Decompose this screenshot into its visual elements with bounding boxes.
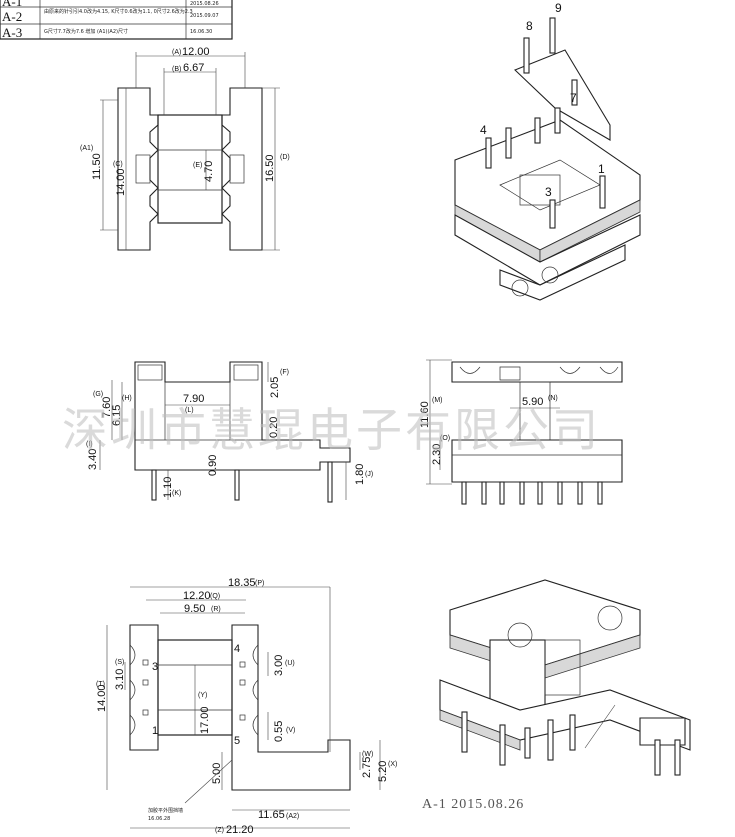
dim-y-tag: (Y) bbox=[198, 692, 207, 699]
dim-m-side: 11.60 bbox=[419, 401, 431, 428]
dim-i-tag: (I) bbox=[86, 441, 93, 448]
rev-a3-date: 16.06.30 bbox=[190, 29, 212, 35]
dim-d: 16.50 bbox=[264, 154, 276, 182]
revision-stamp: A-1 2015.08.26 bbox=[422, 797, 524, 812]
pin-3: 3 bbox=[545, 185, 552, 199]
dim-w-tag: (W) bbox=[362, 751, 373, 758]
dim-a1: 11.50 bbox=[91, 153, 103, 180]
rev-a3: A-3 bbox=[2, 25, 22, 40]
dim-v-tag: (V) bbox=[286, 727, 295, 734]
pin-9: 9 bbox=[555, 1, 562, 15]
side-pins bbox=[461, 481, 603, 505]
dim-f: 2.05 bbox=[269, 377, 281, 398]
dim-y: 17.00 bbox=[199, 706, 211, 734]
dim-q: 12.20 bbox=[183, 590, 211, 602]
dim-n-side-tag: (N) bbox=[548, 395, 558, 402]
side-view: (M) 11.60 5.90 (N) (O) 2.30 bbox=[419, 359, 623, 505]
dim-j: 1.80 bbox=[354, 464, 366, 485]
iso-view-top: 8 9 7 4 1 3 bbox=[454, 1, 641, 301]
dim-t-tag: (T) bbox=[96, 681, 105, 688]
dim-r-tag: (R) bbox=[211, 606, 221, 613]
dim-s: 3.10 bbox=[114, 669, 126, 690]
rev-a2: A-2 bbox=[2, 9, 22, 24]
note-line1: 加胶平外围挡墙 bbox=[148, 807, 183, 814]
dim-b-tag: (B) bbox=[172, 66, 181, 73]
dim-f-tag: (F) bbox=[280, 369, 289, 376]
bottom-pin-3: 3 bbox=[152, 661, 158, 673]
bottom-pin-5: 5 bbox=[234, 735, 240, 747]
rev-a1: A-1 bbox=[2, 0, 22, 9]
dim-h-tag: (H) bbox=[122, 395, 132, 402]
dim-t: 14.00 bbox=[96, 684, 108, 712]
dim-j-tag: (J) bbox=[365, 471, 373, 478]
note-line2: 16.06.28 bbox=[148, 816, 170, 822]
pin-7: 7 bbox=[570, 91, 577, 105]
dim-z: 21.20 bbox=[226, 824, 254, 836]
dim-n-side: 5.90 bbox=[522, 396, 543, 408]
dim-g: 7.60 bbox=[101, 397, 113, 418]
dim-r: 9.50 bbox=[184, 603, 205, 615]
rev-a3-desc: G尺寸7.7改为7.6 增加 (A1)(A2)尺寸 bbox=[44, 28, 128, 35]
bottom-pin-1: 1 bbox=[152, 725, 158, 737]
dim-m-side-tag: (M) bbox=[432, 397, 443, 404]
watermark: 深圳市慧琨电子有限公司 bbox=[62, 403, 601, 457]
dim-m-front: 0.90 bbox=[207, 455, 219, 476]
pin-1: 1 bbox=[598, 162, 605, 176]
dim-a1-tag: (A1) bbox=[80, 145, 93, 152]
dim-a2: 11.65 bbox=[258, 809, 285, 821]
rev-a2-desc: 由原来的针引引4.0改为4.15, K尺寸0.6改为1.1, 0尺寸2.6改为2… bbox=[44, 8, 193, 15]
dim-v: 0.55 bbox=[273, 721, 285, 742]
dim-x: 5.20 bbox=[377, 761, 389, 782]
dim-l: 7.90 bbox=[183, 393, 204, 405]
dim-o: 2.30 bbox=[431, 444, 443, 465]
dim-o-tag: (O) bbox=[440, 435, 450, 442]
dim-p: 18.35 bbox=[228, 577, 256, 589]
dim-l-tag: (L) bbox=[185, 407, 194, 414]
rev-a1-date: 2015.08.26 bbox=[190, 1, 219, 7]
dim-u: 3.00 bbox=[273, 655, 285, 676]
dim-e: 4.70 bbox=[203, 161, 215, 182]
dim-q-tag: (Q) bbox=[210, 593, 220, 600]
pin-8: 8 bbox=[526, 19, 533, 33]
bottom-pin-4: 4 bbox=[234, 643, 240, 655]
dim-p-tag: (P) bbox=[255, 580, 264, 587]
dim-5: 5.00 bbox=[211, 763, 223, 784]
dim-h: 6.15 bbox=[111, 405, 123, 426]
rev-a2-date: 2015.09.07 bbox=[190, 13, 219, 19]
dim-a-tag: (A) bbox=[172, 49, 181, 56]
iso-view-bottom bbox=[439, 579, 691, 776]
dim-x-tag: (X) bbox=[388, 761, 397, 768]
bottom-view: 3 1 4 5 18.35 (P) 12.20 (Q) 9.50 (R) 14.… bbox=[96, 577, 397, 836]
dim-a2-tag: (A2) bbox=[286, 813, 299, 820]
dim-w: 2.75 bbox=[361, 757, 373, 778]
dim-g-tag: (G) bbox=[93, 391, 103, 398]
dim-k: 1.10 bbox=[162, 477, 174, 498]
dim-z-tag: (Z) bbox=[215, 827, 224, 834]
dim-i: 3.40 bbox=[87, 449, 99, 470]
revision-table: A-1 2015.08.26 A-2 由原来的针引引4.0改为4.15, K尺寸… bbox=[0, 0, 233, 40]
front-view: (G) 7.60 (H) 6.15 7.90 (L) (F) 2.05 (I) … bbox=[86, 361, 373, 503]
dim-n-front: 0.20 bbox=[268, 417, 280, 438]
dim-a: 12.00 bbox=[182, 46, 210, 58]
dim-s-tag: (S) bbox=[115, 659, 124, 666]
dim-e-tag: (E) bbox=[193, 162, 202, 169]
dim-k-tag: (K) bbox=[172, 490, 181, 497]
top-view: (A) 12.00 (B) 6.67 (A1) 11.50 (C) 14.00 … bbox=[80, 46, 290, 251]
dim-b: 6.67 bbox=[183, 62, 204, 74]
dim-d-tag: (D) bbox=[280, 154, 290, 161]
pin-4: 4 bbox=[480, 123, 487, 137]
dim-u-tag: (U) bbox=[285, 660, 295, 667]
dim-c-tag: (C) bbox=[113, 161, 123, 168]
dim-c: 14.00 bbox=[115, 168, 127, 196]
iso-bottom-pins bbox=[461, 711, 681, 776]
